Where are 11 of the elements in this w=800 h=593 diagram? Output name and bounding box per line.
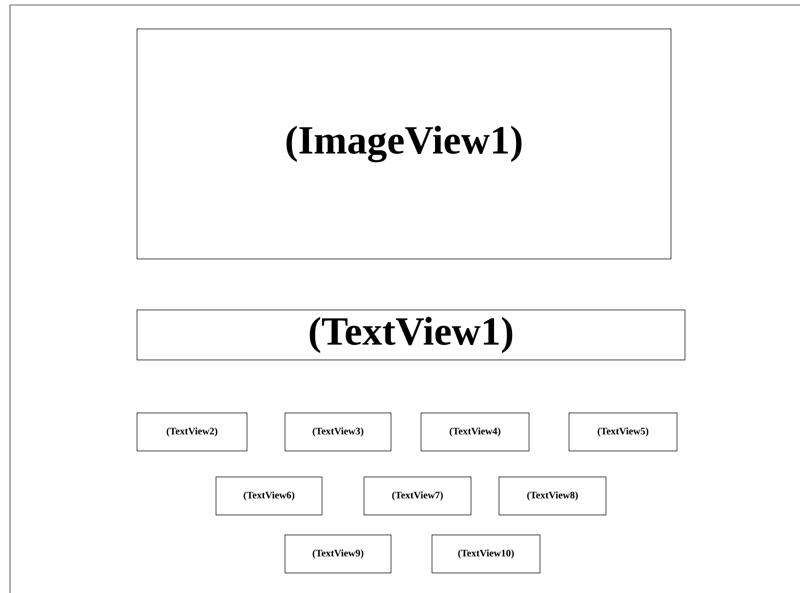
view-box: (TextView5) [568,412,678,452]
view-box: (TextView7) [364,476,472,516]
view-box: (TextView3) [284,412,392,452]
view-box: (TextView4) [420,412,530,452]
view-box: (TextView2) [136,412,248,452]
view-box: (TextView1) [136,310,686,360]
view-box: (TextView8) [498,476,606,516]
view-box: (TextView6) [216,476,322,516]
view-box: (ImageView1) [136,28,672,260]
view-box: (TextView10) [432,534,540,574]
view-box: (TextView9) [284,534,392,574]
